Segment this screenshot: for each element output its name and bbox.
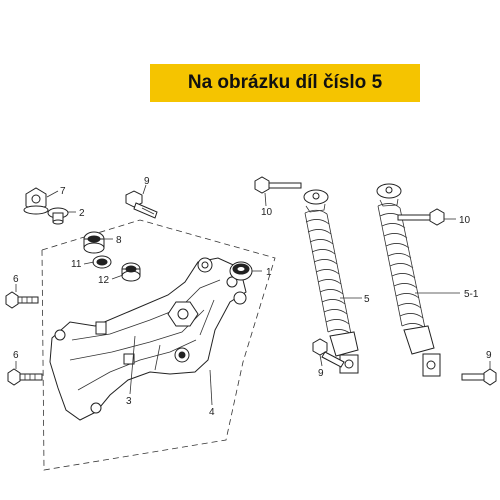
callout-6-lower: 6 — [13, 350, 19, 361]
bushing-12 — [121, 262, 141, 282]
leader-lines — [15, 184, 491, 406]
callout-9-top: 9 — [144, 176, 150, 187]
callout-9-lower-left: 9 — [318, 368, 324, 379]
part-number-banner: Na obrázku díl číslo 5 — [150, 64, 420, 102]
bolt-6-upper — [5, 291, 39, 309]
shock-absorber-5-1 — [376, 183, 441, 377]
callout-7: 7 — [60, 186, 66, 197]
callout-9-lower-right: 9 — [486, 350, 492, 361]
frame-bracket — [49, 257, 247, 421]
bolt-10-left — [254, 176, 302, 194]
callout-11: 11 — [71, 259, 82, 270]
bushing-11 — [92, 255, 112, 269]
flange-nut-7 — [23, 187, 49, 215]
callout-2: 2 — [79, 208, 85, 219]
callout-10-left: 10 — [261, 207, 273, 218]
banner-text: Na obrázku díl číslo 5 — [187, 72, 383, 93]
bolt-6-lower — [7, 368, 43, 386]
bolt-10-right — [397, 208, 445, 226]
assembly-outline — [41, 219, 276, 471]
callout-8: 8 — [116, 235, 122, 246]
collar-2 — [47, 207, 69, 225]
bolt-9-lower-left — [312, 338, 345, 368]
bushing-1 — [229, 261, 253, 281]
callout-6-upper: 6 — [13, 274, 19, 285]
callout-10-right: 10 — [459, 215, 471, 226]
callout-3: 3 — [126, 396, 132, 407]
bolt-9-lower-right — [461, 368, 497, 386]
callout-5-1: 5-1 — [464, 289, 479, 300]
bolt-9-top — [125, 190, 158, 219]
bushing-8 — [83, 231, 105, 254]
callout-12: 12 — [98, 275, 110, 286]
callout-1: 1 — [266, 267, 272, 278]
callout-5: 5 — [364, 294, 370, 305]
callout-4: 4 — [209, 407, 215, 418]
shock-absorber-5 — [303, 189, 359, 374]
